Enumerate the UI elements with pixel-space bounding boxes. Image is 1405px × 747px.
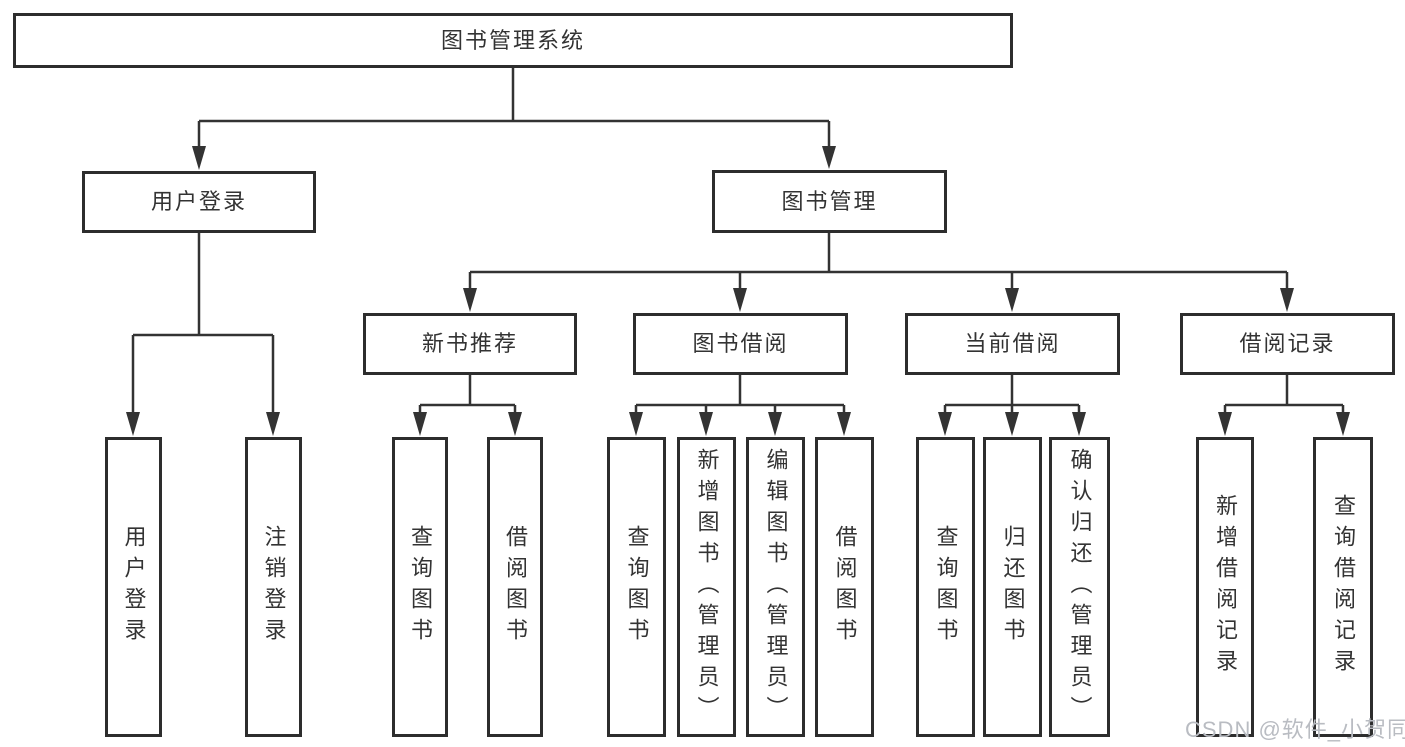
node-label: 确认归还（管理员）: [1067, 447, 1093, 727]
node-library-management-system: 图书管理系统: [13, 13, 1013, 68]
node-return-book: 归还图书: [983, 437, 1042, 737]
node-borrowing-records: 借阅记录: [1180, 313, 1395, 375]
node-query-books-3: 查询图书: [916, 437, 975, 737]
node-label: 用户登录: [121, 525, 147, 649]
node-book-management: 图书管理: [712, 170, 947, 233]
node-user-login-leaf: 用户登录: [105, 437, 162, 737]
node-borrow-books-1: 借阅图书: [487, 437, 543, 737]
node-new-book-recommendation: 新书推荐: [363, 313, 577, 375]
node-label: 新增图书（管理员）: [694, 447, 720, 727]
node-logout: 注销登录: [245, 437, 302, 737]
node-book-borrowing: 图书借阅: [633, 313, 848, 375]
node-label: 查询图书: [624, 525, 650, 649]
node-add-book-admin: 新增图书（管理员）: [677, 437, 736, 737]
node-label: 编辑图书（管理员）: [763, 447, 789, 727]
node-label: 查询图书: [933, 525, 959, 649]
node-edit-book-admin: 编辑图书（管理员）: [746, 437, 805, 737]
node-user-login: 用户登录: [82, 171, 316, 233]
node-label: 新增借阅记录: [1213, 494, 1238, 680]
node-label: 注销登录: [261, 525, 287, 649]
node-label: 借阅图书: [503, 525, 528, 649]
node-label: 借阅图书: [832, 525, 858, 649]
node-label: 查询借阅记录: [1331, 494, 1356, 680]
node-query-borrow-record: 查询借阅记录: [1313, 437, 1373, 737]
node-label: 查询图书: [408, 525, 433, 649]
node-add-borrow-record: 新增借阅记录: [1196, 437, 1254, 737]
csdn-watermark: CSDN @软件_小贺同学: [1185, 717, 1405, 742]
node-query-books-2: 查询图书: [607, 437, 666, 737]
node-query-books-1: 查询图书: [392, 437, 448, 737]
node-label: 归还图书: [1000, 525, 1026, 649]
arrowhead-icons: [126, 146, 1350, 436]
node-borrow-books-2: 借阅图书: [815, 437, 874, 737]
node-confirm-return-admin: 确认归还（管理员）: [1049, 437, 1110, 737]
node-current-borrowing: 当前借阅: [905, 313, 1120, 375]
